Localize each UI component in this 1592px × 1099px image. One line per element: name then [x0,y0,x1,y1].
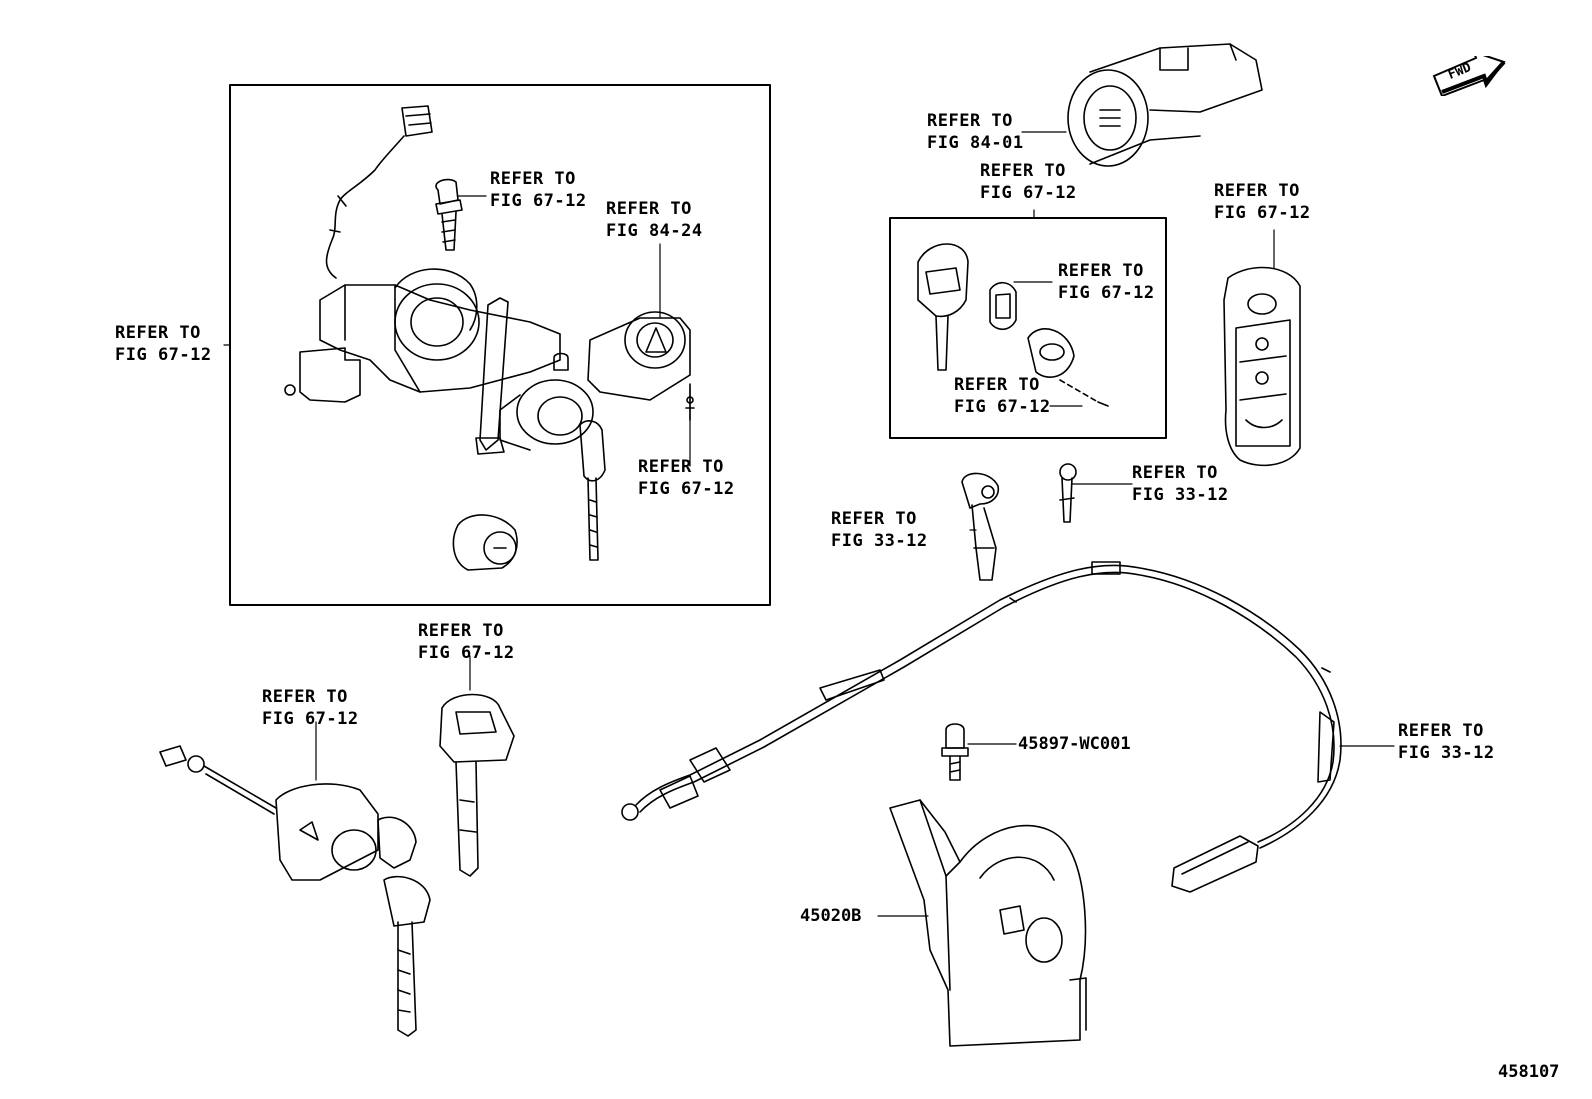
bolt-45897 [941,723,969,781]
release-cable [621,561,1342,893]
key-components [917,243,1109,407]
smart-key-fob [1223,266,1301,467]
lock-clip-right [1059,463,1077,523]
door-lock-cylinder-set [159,745,431,1037]
illustration-number: 458107 [1498,1062,1560,1082]
key-group-box [889,217,1167,439]
column-cover-45020b [889,799,1087,1047]
engine-start-switch [1067,43,1263,167]
part-number-bolt: 45897-WC001 [1018,734,1131,754]
lock-clip-left [961,472,1000,581]
leader-lines [223,131,1395,917]
ignition-lock-group-box [229,84,771,606]
fwd-arrow-icon: FWD [1432,50,1506,98]
ignition-lock-assembly [284,105,695,571]
part-number-cover: 45020B [800,906,862,926]
emergency-key [439,693,515,877]
